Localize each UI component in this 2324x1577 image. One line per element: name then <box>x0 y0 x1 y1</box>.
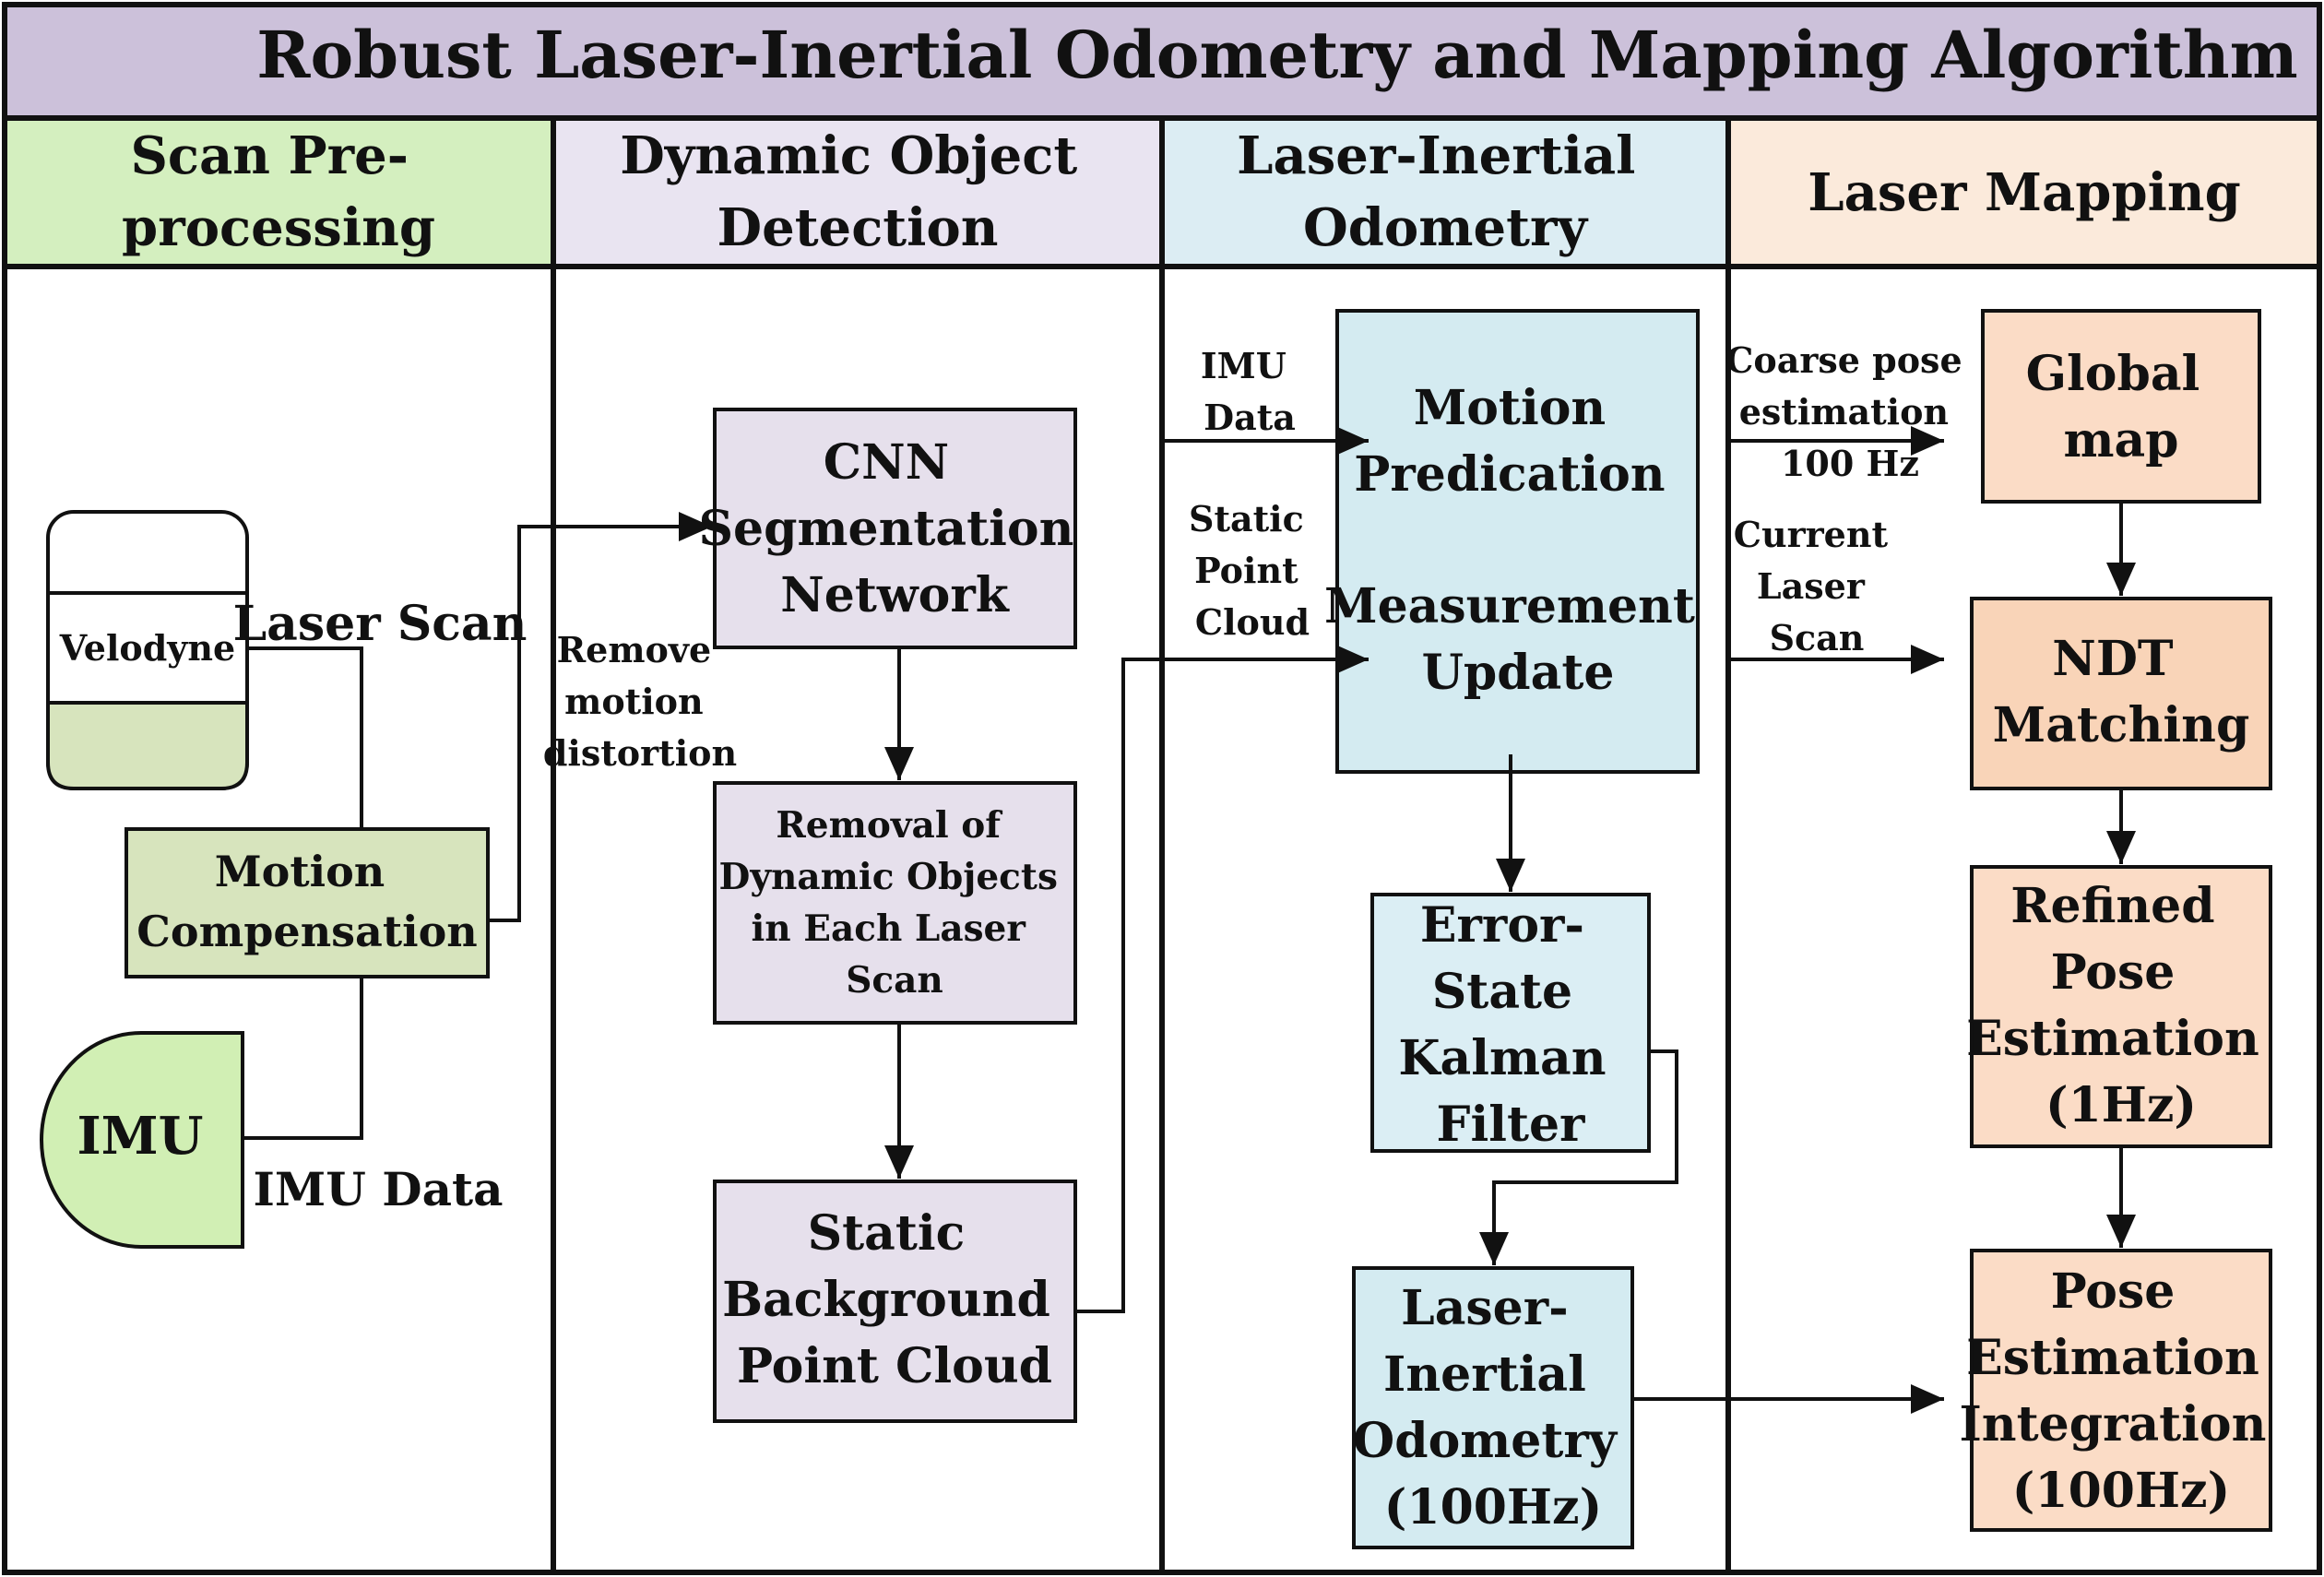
error-state-kalman-filter-box: Error- State Kalman Filter <box>1370 893 1651 1153</box>
pose-estimation-integration-rect <box>1970 1249 2272 1532</box>
column-header-bg-2 <box>553 118 1162 267</box>
ndt-matching-text: NDT Matching <box>1993 631 2250 753</box>
motion-compensation-text: Motion Compensation <box>136 847 477 956</box>
arrow-eskf-to-lio <box>1479 1049 1678 1265</box>
imu-data-input-label: IMU Data <box>1201 345 1298 438</box>
cnn-segmentation-box: CNN Segmentation Network <box>699 408 1091 649</box>
arrow-motion-compensation-to-cnn <box>488 512 712 922</box>
static-point-cloud-label: Static Point Cloud <box>1189 498 1316 643</box>
removal-dynamic-objects-rect <box>713 781 1077 1025</box>
cnn-segmentation-rect <box>713 408 1077 649</box>
laser-inertial-odometry-text: Laser- Inertial Odometry (100Hz) <box>1353 1280 1633 1536</box>
removal-dynamic-objects-text: Removal of Dynamic Objects in Each Laser… <box>719 804 1071 1002</box>
column-header-dynamic-object-detection: Dynamic Object Detection <box>620 125 1096 258</box>
coarse-pose-estimation-label: Coarse pose estimation 100 Hz <box>1725 339 1974 484</box>
column-header-laser-inertial-odometry: Laser-Inertial Odometry <box>1237 125 1654 258</box>
connector-velodyne-to-motion-compensation <box>247 646 363 829</box>
imu-label: IMU <box>77 1106 203 1167</box>
refined-pose-estimation-text: Refined Pose Estimation (1Hz) <box>1966 878 2276 1133</box>
motion-prediction-box: Motion Predication Measurement Update <box>1324 309 1712 774</box>
velodyne-label: Velodyne <box>59 627 235 669</box>
cnn-segmentation-text: CNN Segmentation Network <box>699 434 1091 623</box>
connector-imu-to-motion-compensation <box>243 977 363 1140</box>
motion-compensation-box: Motion Compensation <box>125 827 490 978</box>
ndt-matching-box: NDT Matching <box>1970 597 2272 790</box>
column-header-scan-preprocessing: Scan Pre- processing <box>122 125 435 258</box>
imu-data-label: IMU Data <box>254 1162 504 1216</box>
static-background-rect <box>713 1180 1077 1423</box>
static-background-text: Static Background Point Cloud <box>722 1205 1067 1394</box>
refined-pose-estimation-rect <box>1970 865 2272 1148</box>
column-header-bg-3 <box>1162 118 1728 267</box>
column-header-bg-1 <box>5 118 553 267</box>
ndt-matching-rect <box>1970 597 2272 790</box>
laser-scan-label: Laser Scan <box>233 596 528 652</box>
velodyne-sensor: Velodyne <box>46 510 249 790</box>
arrow-static-background-to-measurement-update <box>1075 645 1369 1313</box>
column-header-bg-4 <box>1728 118 2319 267</box>
column-header-laser-mapping: Laser Mapping <box>1808 162 2241 223</box>
error-state-kalman-filter-text: Error- State Kalman Filter <box>1398 897 1622 1153</box>
refined-pose-estimation-box: Refined Pose Estimation (1Hz) <box>1966 865 2276 1148</box>
global-map-rect <box>1981 309 2261 504</box>
removal-dynamic-objects-box: Removal of Dynamic Objects in Each Laser… <box>713 781 1077 1025</box>
error-state-kalman-filter-rect <box>1370 893 1651 1153</box>
remove-motion-distortion-label: Remove motion distortion <box>543 629 737 774</box>
global-map-box: Global map <box>1981 309 2261 504</box>
imu-shape <box>40 1031 244 1249</box>
static-background-box: Static Background Point Cloud <box>713 1180 1077 1423</box>
velodyne-base <box>46 701 249 790</box>
current-laser-scan-label: Current Laser Scan <box>1734 514 1901 658</box>
global-map-text: Global map <box>2026 346 2217 468</box>
diagram-title: Robust Laser-Inertial Odometry and Mappi… <box>256 17 2297 93</box>
motion-compensation-rect <box>125 827 490 978</box>
pose-estimation-integration-text: Pose Estimation Integration (100Hz) <box>1959 1263 2282 1519</box>
motion-prediction-rect <box>1335 309 1700 774</box>
laser-inertial-odometry-rect <box>1352 1266 1634 1549</box>
laser-inertial-odometry-box: Laser- Inertial Odometry (100Hz) <box>1352 1266 1634 1549</box>
title-band <box>5 5 2319 118</box>
motion-prediction-text: Motion Predication Measurement Update <box>1324 380 1712 701</box>
pose-estimation-integration-box: Pose Estimation Integration (100Hz) <box>1959 1249 2282 1532</box>
imu-sensor: IMU <box>40 1031 244 1249</box>
